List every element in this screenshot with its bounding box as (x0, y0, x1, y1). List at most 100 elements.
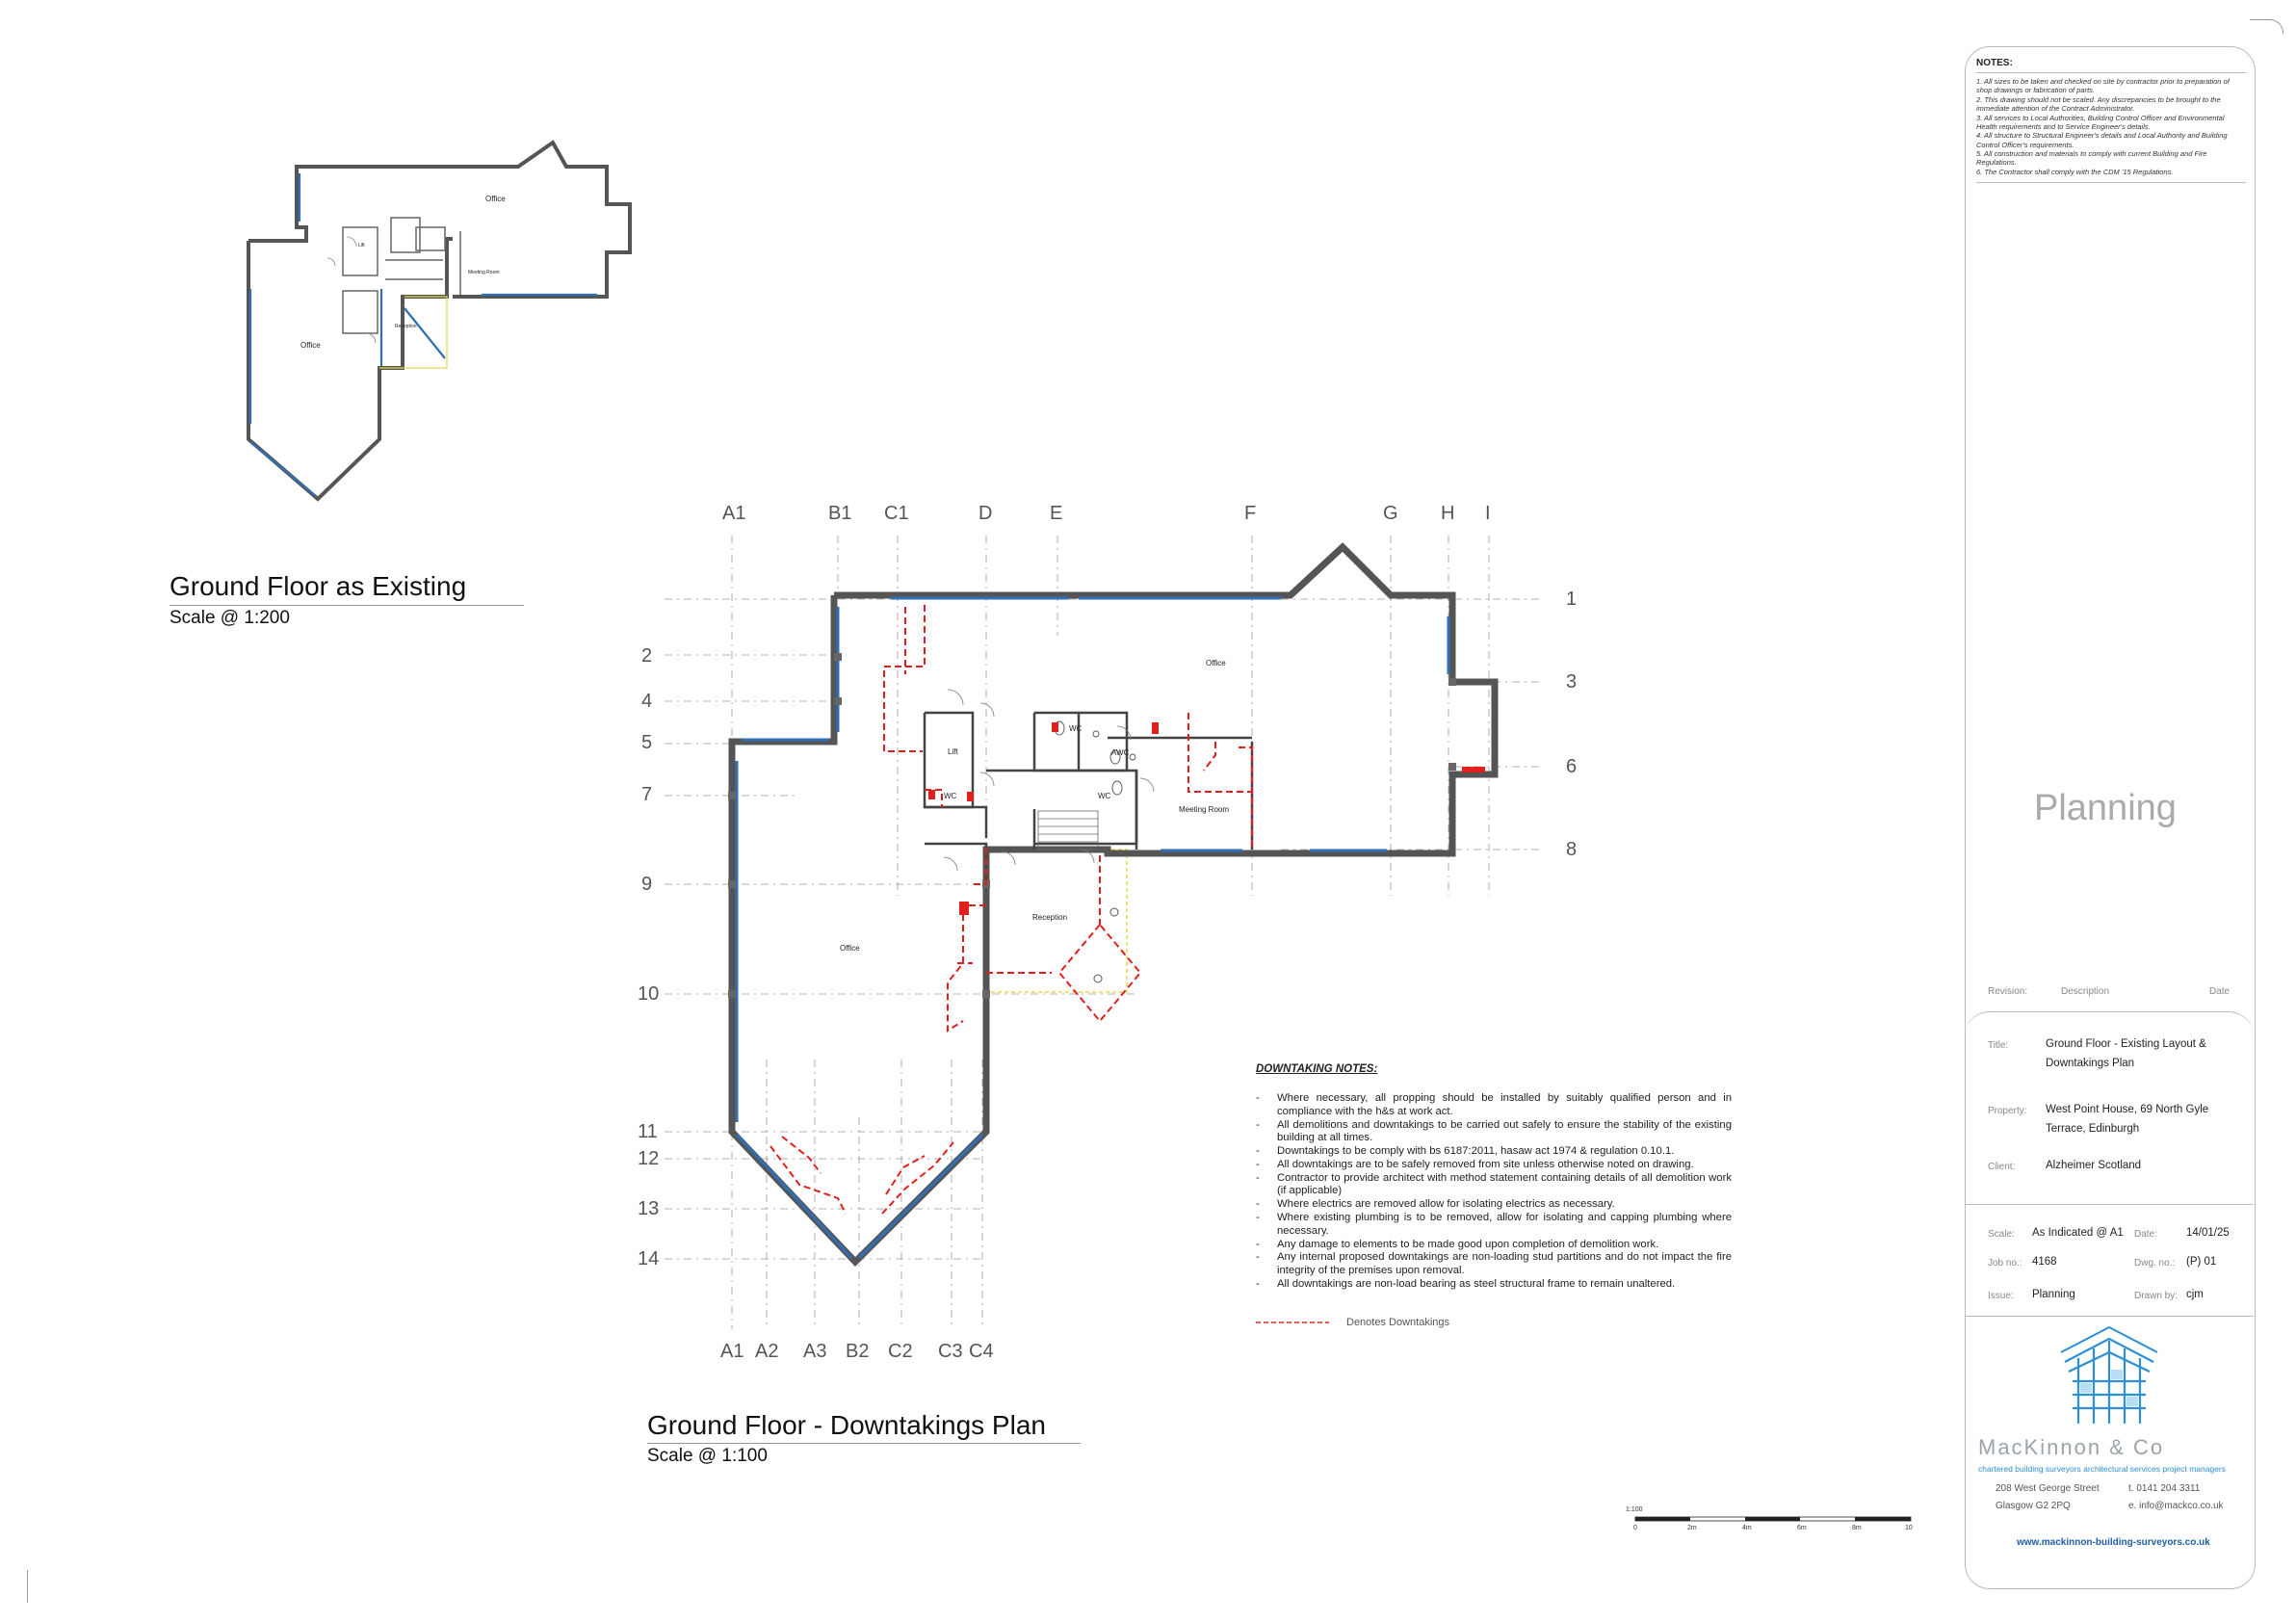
downtaking-note: -Where electrics are removed allow for i… (1256, 1198, 1615, 1211)
grid-right-3: 3 (1566, 671, 1578, 693)
sanitary-fixtures (1054, 720, 1136, 796)
company-address-1: 208 West George Street (1996, 1483, 2100, 1494)
client-value: Alzheimer Scotland (2046, 1160, 2142, 1171)
company-website[interactable]: www.mackinnon-building-surveyors.co.uk (2017, 1537, 2210, 1548)
door-swings (943, 689, 1155, 872)
grid-top-i: I (1485, 503, 1491, 524)
existing-plan-title: Ground Floor as Existing (170, 571, 467, 601)
downtakings-red (770, 605, 1253, 1215)
title-section-divider (1965, 1011, 2254, 1205)
existing-room-reception: Reception (395, 324, 417, 329)
existing-room-office-lower: Office (300, 341, 321, 350)
scale-bar-ratio: 1:100 (1626, 1506, 1643, 1513)
company-tagline: chartered building surveyors architectur… (1978, 1464, 2227, 1474)
grid-top-g: G (1383, 503, 1398, 524)
dwg-label: Dwg. no.: (2134, 1258, 2176, 1269)
general-notes: NOTES: 1. All sizes to be taken and chec… (1976, 58, 2246, 184)
scale-label: Scale: (1988, 1229, 2015, 1240)
grid-top-b1: B1 (828, 503, 852, 524)
grid-top-c1: C1 (884, 503, 909, 524)
job-label: Job no.: (1988, 1258, 2022, 1269)
existing-room-lift: Lift (358, 243, 365, 249)
drawn-label: Drawn by: (2134, 1291, 2179, 1301)
grid-left-7: 7 (641, 784, 653, 805)
downtaking-note: -Downtakings to be comply with bs 6187:2… (1256, 1145, 1675, 1158)
grid-bottom-c4: C4 (969, 1341, 994, 1362)
general-note-3: 3. All services to Local Authorities, Bu… (1976, 113, 2225, 131)
grid-top-h: H (1441, 503, 1455, 524)
general-note-5: 5. All construction and materials to com… (1976, 149, 2207, 168)
title-block-frame (1965, 46, 2256, 1589)
grid-top-f: F (1244, 503, 1257, 524)
downtaking-note: -All downtakings are to be safely remove… (1256, 1158, 1694, 1170)
scale-bar-ticks: 0 2m 4m 6m 8m 10 (1626, 1525, 1915, 1534)
company-name: MacKinnon & Co (1978, 1435, 2165, 1459)
room-wc-1: WC (1069, 724, 1083, 733)
grid-left-5: 5 (641, 732, 653, 753)
downtaking-note: -Any damage to elements to be made good … (1256, 1238, 1659, 1250)
existing-title-underline (170, 605, 524, 606)
scale-tick: 2m (1687, 1525, 1697, 1531)
grid-right-6: 6 (1566, 756, 1578, 777)
legend-label: Denotes Downtakings (1346, 1316, 1450, 1328)
general-note-4: 4. All structure to Structural Engineer'… (1976, 131, 2228, 149)
general-note-1: 1. All sizes to be taken and checked on … (1976, 77, 2230, 95)
grid-bottom-a3: A3 (803, 1341, 827, 1362)
grid-left-10: 10 (638, 983, 660, 1005)
property-value-line-2: Terrace, Edinburgh (2046, 1123, 2140, 1135)
drawn-value: cjm (2186, 1289, 2204, 1300)
scale-tick: 6m (1797, 1525, 1807, 1531)
job-value: 4168 (2032, 1256, 2057, 1268)
room-awc: AWC (1111, 748, 1130, 757)
room-meeting: Meeting Room (1179, 805, 1230, 814)
general-note-6: 6. The Contractor shall comply with the … (1976, 167, 2174, 176)
legend-dashed-line-icon (1256, 1321, 1329, 1323)
property-label: Property: (1988, 1106, 2027, 1116)
corner-mark-top-right (2250, 19, 2283, 34)
scale-tick: 10 (1905, 1525, 1913, 1531)
staircase (1037, 810, 1099, 850)
grid-left-9: 9 (641, 874, 653, 895)
issue-value: Planning (2032, 1289, 2075, 1300)
room-office-upper: Office (1206, 659, 1226, 667)
downtaking-note: -All downtakings are non-load bearing as… (1256, 1277, 1676, 1290)
grid-right-1: 1 (1566, 589, 1578, 610)
downtaking-note: -All demolitions and downtakings to be c… (1256, 1118, 1732, 1144)
grid-top-e: E (1050, 503, 1063, 524)
columns (728, 653, 1456, 998)
room-reception: Reception (1032, 913, 1068, 922)
general-notes-title: NOTES: (1976, 58, 2013, 68)
existing-room-meeting: Meeting Room (468, 270, 500, 275)
client-label: Client: (1988, 1162, 2016, 1172)
downtaking-note: -Where existing plumbing is to be remove… (1256, 1212, 1732, 1237)
revision-date-label: Date (2209, 986, 2231, 997)
date-label: Date: (2134, 1229, 2157, 1240)
scale-tick: 8m (1852, 1525, 1862, 1531)
downtaking-note: -Any internal proposed downtakings are n… (1256, 1251, 1732, 1277)
downtakings-fixtures (928, 722, 1485, 915)
grid-left-12: 12 (638, 1148, 660, 1169)
grid-top-a1: A1 (722, 503, 746, 524)
property-value-line-1: West Point House, 69 North Gyle (2046, 1104, 2209, 1115)
grid-bottom-a1: A1 (720, 1341, 744, 1362)
title-label: Title: (1988, 1040, 2009, 1051)
grid-left-13: 13 (638, 1198, 660, 1219)
grid-bottom-a2: A2 (755, 1341, 779, 1362)
grid-bottom-b2: B2 (846, 1341, 870, 1362)
company-email: e. info@mackco.co.uk (2128, 1501, 2224, 1511)
dwg-value: (P) 01 (2186, 1256, 2217, 1268)
grid-bottom-c3: C3 (938, 1341, 963, 1362)
internal-walls (923, 711, 1254, 884)
title-value-line-2: Downtakings Plan (2046, 1058, 2135, 1069)
downtaking-notes-list: -Where necessary, all propping should be… (1256, 1092, 1732, 1292)
downtakings-plan-title: Ground Floor - Downtakings Plan (647, 1410, 1046, 1440)
general-note-2: 2. This drawing should not be scaled. An… (1976, 94, 2221, 114)
company-phone: t. 0141 204 3311 (2128, 1483, 2201, 1494)
scale-bar: 1:100 0 2m 4m 6m 8m 10 (1626, 1506, 1915, 1534)
room-wc-2: WC (1098, 792, 1111, 800)
downtaking-notes-title: DOWNTAKING NOTES: (1256, 1063, 1378, 1075)
glazing (735, 596, 1450, 1260)
downtakings-legend: Denotes Downtakings (1256, 1317, 1732, 1328)
grid-top-d: D (978, 503, 993, 524)
external-walls (728, 542, 1499, 1268)
